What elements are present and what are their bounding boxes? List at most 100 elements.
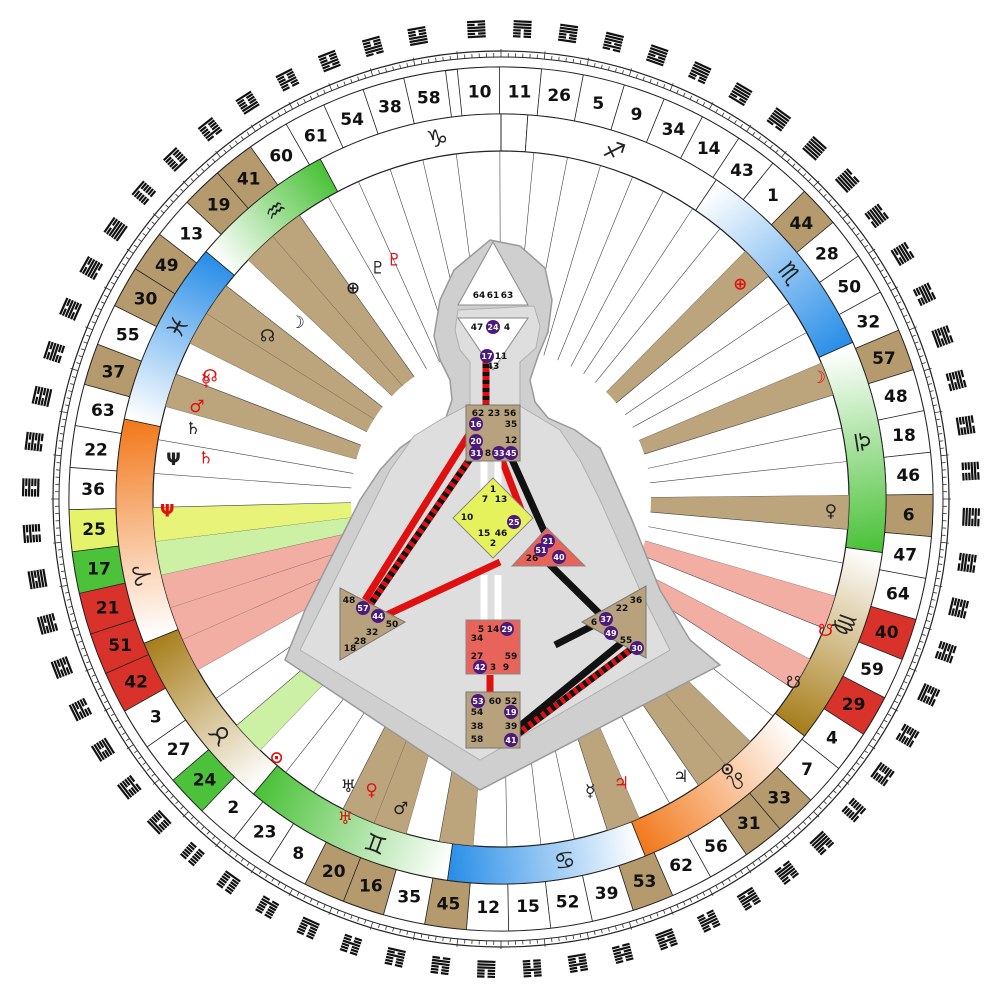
tick-mark (283, 108, 287, 113)
channel (367, 448, 479, 607)
tick-mark (621, 923, 624, 928)
hex-line-broken (331, 60, 340, 66)
tick-mark (833, 790, 837, 794)
hex-line-broken (960, 369, 965, 378)
tick-mark (734, 120, 737, 124)
hex-line-solid (900, 243, 912, 260)
hex-line-broken (977, 472, 980, 480)
tick-mark (180, 806, 184, 810)
hex-line-solid (812, 135, 827, 150)
hex-line-broken (968, 472, 971, 481)
center-gate-number: 3 (490, 663, 496, 673)
hex-line-broken (647, 52, 656, 58)
hexagram-26 (557, 23, 579, 44)
tick-mark (842, 213, 850, 219)
hex-line-broken (199, 125, 207, 133)
hex-line-broken (943, 653, 948, 662)
hex-line-broken (580, 967, 589, 972)
hex-line-broken (568, 36, 577, 41)
hexagram-59 (917, 683, 941, 707)
activation-dot (356, 601, 370, 615)
tick-mark (897, 301, 902, 304)
activation-dot (473, 660, 487, 674)
center-gate-number: 60 (489, 697, 502, 707)
tick-mark (303, 98, 306, 103)
hex-line-solid (559, 26, 578, 32)
activation-dot (604, 626, 618, 640)
hex-line-broken (848, 811, 855, 819)
planet-icon: ♄ (198, 449, 213, 469)
hex-line-broken (936, 328, 942, 337)
hex-line-solid (734, 84, 752, 96)
tick-mark (53, 454, 62, 457)
tick-mark (676, 89, 679, 94)
hexagram-ring (21, 20, 980, 979)
tick-mark (663, 84, 666, 89)
tick-mark (70, 383, 75, 385)
activation-number: 57 (357, 604, 368, 613)
tick-mark (786, 158, 790, 163)
hex-line-solid (302, 916, 320, 926)
hex-line-broken (657, 56, 666, 61)
tick-mark (296, 102, 300, 107)
hex-line-solid (43, 388, 50, 407)
tick-mark (868, 248, 876, 254)
hexagram-5 (602, 31, 624, 53)
hex-line-broken (287, 73, 296, 79)
hex-line-solid (323, 63, 341, 73)
hex-line-broken (207, 119, 216, 126)
tick-mark (456, 938, 459, 947)
tick-mark (212, 835, 216, 840)
hex-line-broken (219, 877, 228, 884)
tick-mark (543, 938, 546, 947)
tick-mark (642, 76, 645, 81)
activation-dot (534, 543, 548, 557)
tick-mark (837, 210, 842, 214)
tick-mark (343, 81, 346, 86)
hex-line-broken (883, 767, 890, 775)
hex-line-solid (655, 928, 673, 937)
activation-number: 21 (542, 537, 554, 546)
tick-mark (152, 779, 160, 785)
gate-label: 32 (856, 312, 880, 332)
hex-line-broken (40, 433, 44, 442)
hex-line-solid (364, 44, 383, 52)
hex-line-broken (819, 848, 827, 856)
tick-mark (900, 307, 905, 311)
hex-line-broken (940, 338, 946, 346)
wedge-40 (640, 540, 836, 629)
tick-mark (201, 168, 205, 172)
hexagram-62 (696, 909, 721, 933)
hex-line-solid (834, 178, 849, 194)
hexagram-28 (864, 203, 889, 229)
hex-line-broken (240, 103, 248, 110)
tick-mark (883, 719, 888, 723)
hex-line-solid (768, 116, 785, 130)
wedge-51 (170, 545, 364, 640)
hex-line-broken (729, 92, 738, 99)
g-center (452, 477, 534, 559)
center-gate-number: 2 (490, 539, 496, 549)
hex-line-broken (35, 534, 39, 543)
hex-line-broken (407, 30, 416, 35)
hex-line-broken (972, 565, 976, 573)
hex-line-broken (789, 869, 798, 877)
tick-mark (758, 858, 762, 862)
tick-mark (709, 101, 714, 110)
hexagram-6 (962, 507, 980, 527)
gate-label: 5 (592, 94, 604, 114)
hex-line-solid (513, 23, 532, 27)
hex-line-broken (54, 623, 59, 631)
center-gate-number: 61 (487, 291, 500, 301)
gate-label: 20 (322, 862, 346, 882)
hex-line-broken (249, 98, 257, 105)
hex-line-solid (648, 49, 667, 58)
hex-line-broken (841, 805, 849, 813)
hex-line-solid (477, 966, 496, 970)
hex-line-broken (712, 922, 721, 929)
hex-line-broken (54, 354, 59, 363)
hex-line-solid (890, 249, 902, 267)
hex-line-solid (963, 553, 968, 572)
hex-line-solid (779, 867, 796, 881)
tick-mark (797, 826, 801, 830)
